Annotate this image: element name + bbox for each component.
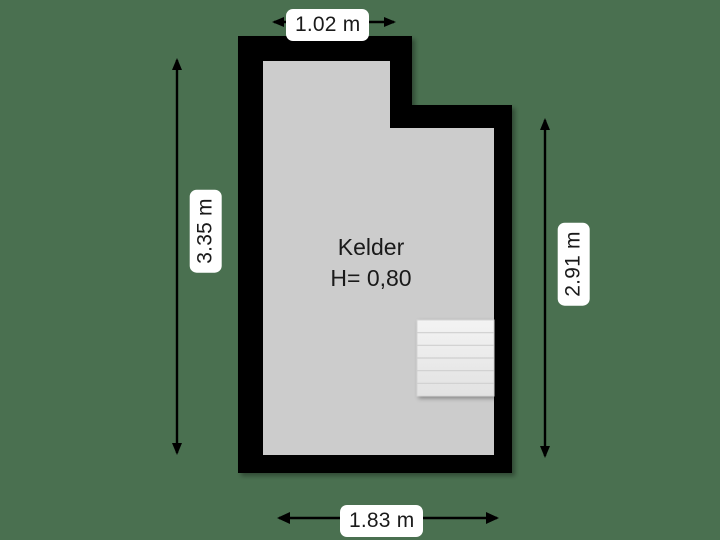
dimension-label-left: 3.35 m	[189, 189, 222, 273]
dimension-label-top: 1.02 m	[286, 9, 370, 41]
staircase	[416, 319, 495, 397]
dimension-label-bottom: 1.83 m	[340, 505, 424, 537]
dimension-line-right	[540, 118, 550, 458]
room-label-group: Kelder H= 0,80	[296, 232, 446, 294]
room-height-label: H= 0,80	[330, 265, 412, 292]
stair-step-lines	[417, 332, 494, 384]
room-name-label: Kelder	[337, 234, 405, 260]
dimension-line-left	[172, 58, 182, 455]
dimension-label-right: 2.91 m	[557, 222, 590, 306]
